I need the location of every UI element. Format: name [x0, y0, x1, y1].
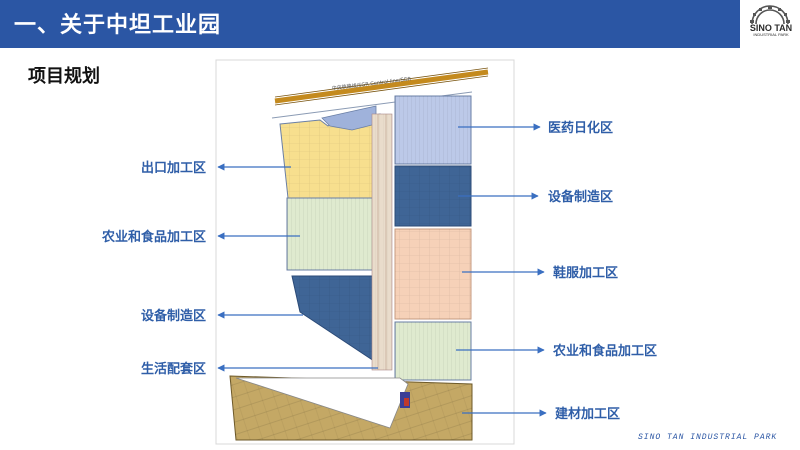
logo-text-bottom: INDUSTRIAL PARK: [753, 32, 789, 37]
label-equipment-right: 设备制造区: [548, 189, 613, 205]
label-food-right: 农业和食品加工区: [552, 343, 657, 359]
living-road: [235, 377, 409, 429]
label-food-left: 农业和食品加工区: [101, 229, 206, 245]
label-pharma: 医药日化区: [548, 120, 613, 136]
label-shoes: 鞋服加工区: [553, 265, 618, 281]
label-building: 建材加工区: [555, 406, 620, 422]
section-title: 项目规划: [28, 66, 100, 87]
header-bar: 一、关于中坦工业园: [0, 0, 740, 48]
label-equipment-left: 设备制造区: [141, 308, 206, 324]
logo-text-top: SINO TAN: [749, 23, 793, 33]
label-living: 生活配套区: [141, 361, 206, 377]
page-title: 一、关于中坦工业园: [14, 13, 222, 38]
label-export: 出口加工区: [141, 160, 206, 176]
pharma-bump: [321, 105, 377, 131]
logo-text: SINO TAN INDUSTRIAL PARK: [748, 23, 794, 38]
gear-logo-icon: [750, 5, 790, 25]
footer-brand: SINO TAN INDUSTRIAL PARK: [638, 433, 778, 442]
right-labels: 医药日化区 设备制造区 鞋服加工区 农业和食品加工区 建材加工区: [456, 120, 657, 422]
railway-line: [274, 67, 489, 106]
left-labels: 出口加工区 农业和食品加工区 设备制造区 生活配套区: [101, 160, 378, 377]
